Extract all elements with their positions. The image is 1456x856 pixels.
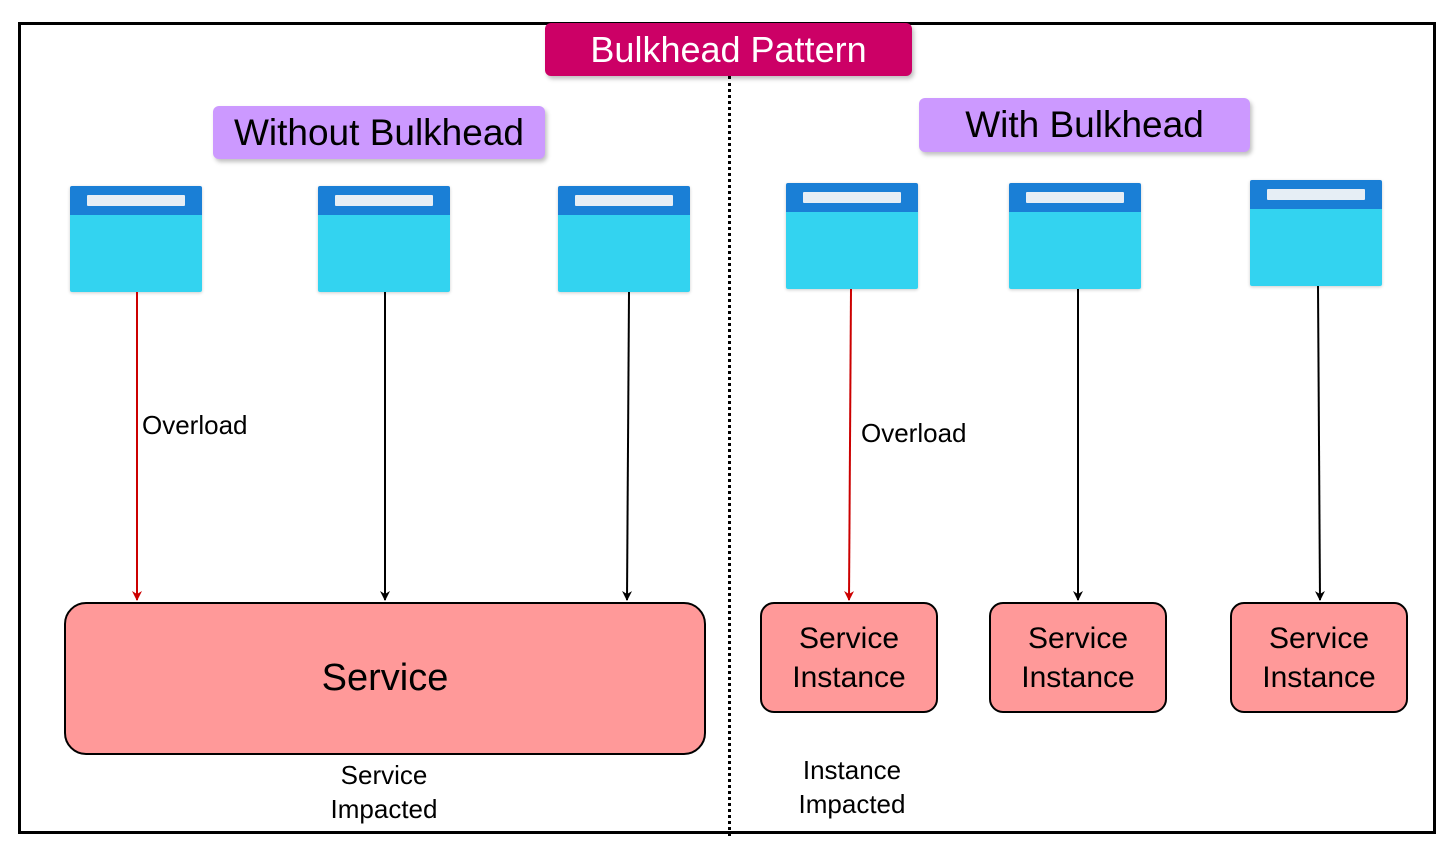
instance-label-line: Instance	[1262, 660, 1376, 694]
instance-label-line: Service	[1027, 621, 1129, 655]
window-body	[1250, 209, 1382, 286]
instance-impacted-note: Instance Impacted	[782, 753, 922, 821]
window-title-bar	[558, 186, 690, 215]
without-bulkhead-heading: Without Bulkhead	[213, 106, 545, 159]
request-arrow	[622, 291, 633, 601]
overload-arrow	[844, 288, 855, 601]
window-body	[318, 215, 450, 292]
overload-label: Overload	[142, 410, 248, 440]
diagram-title: Bulkhead Pattern	[545, 23, 912, 76]
overload-label: Overload	[861, 418, 967, 448]
instance-label-line: Instance	[1021, 660, 1135, 694]
window-title-bar	[70, 186, 202, 215]
instance-label-line: Instance	[792, 660, 906, 694]
impact-note-line: Instance	[802, 755, 902, 785]
impact-note-line: Service	[340, 760, 428, 790]
window-body	[558, 215, 690, 292]
window-body	[786, 212, 918, 289]
impact-note-line: Impacted	[330, 794, 438, 824]
window-title-bar	[1009, 183, 1141, 212]
service-impacted-note: Service Impacted	[314, 758, 454, 826]
instance-label-line: Service	[798, 621, 900, 655]
service-instance-box: Service Instance	[989, 602, 1167, 713]
client-window-icon	[786, 183, 918, 289]
client-window-icon	[1009, 183, 1141, 289]
service-instance-box: Service Instance	[1230, 602, 1408, 713]
window-title-bar	[786, 183, 918, 212]
instance-label-line: Service	[1268, 621, 1370, 655]
request-arrow	[1314, 285, 1325, 601]
service-label: Service	[321, 657, 449, 699]
client-window-icon	[558, 186, 690, 292]
window-title-bar	[1250, 180, 1382, 209]
with-bulkhead-heading: With Bulkhead	[919, 98, 1250, 152]
window-body	[70, 215, 202, 292]
client-window-icon	[1250, 180, 1382, 286]
shared-service-box: Service	[64, 602, 706, 755]
impact-note-line: Impacted	[798, 789, 906, 819]
service-instance-box: Service Instance	[760, 602, 938, 713]
panel-divider	[728, 76, 731, 836]
window-body	[1009, 212, 1141, 289]
client-window-icon	[318, 186, 450, 292]
client-window-icon	[70, 186, 202, 292]
window-title-bar	[318, 186, 450, 215]
